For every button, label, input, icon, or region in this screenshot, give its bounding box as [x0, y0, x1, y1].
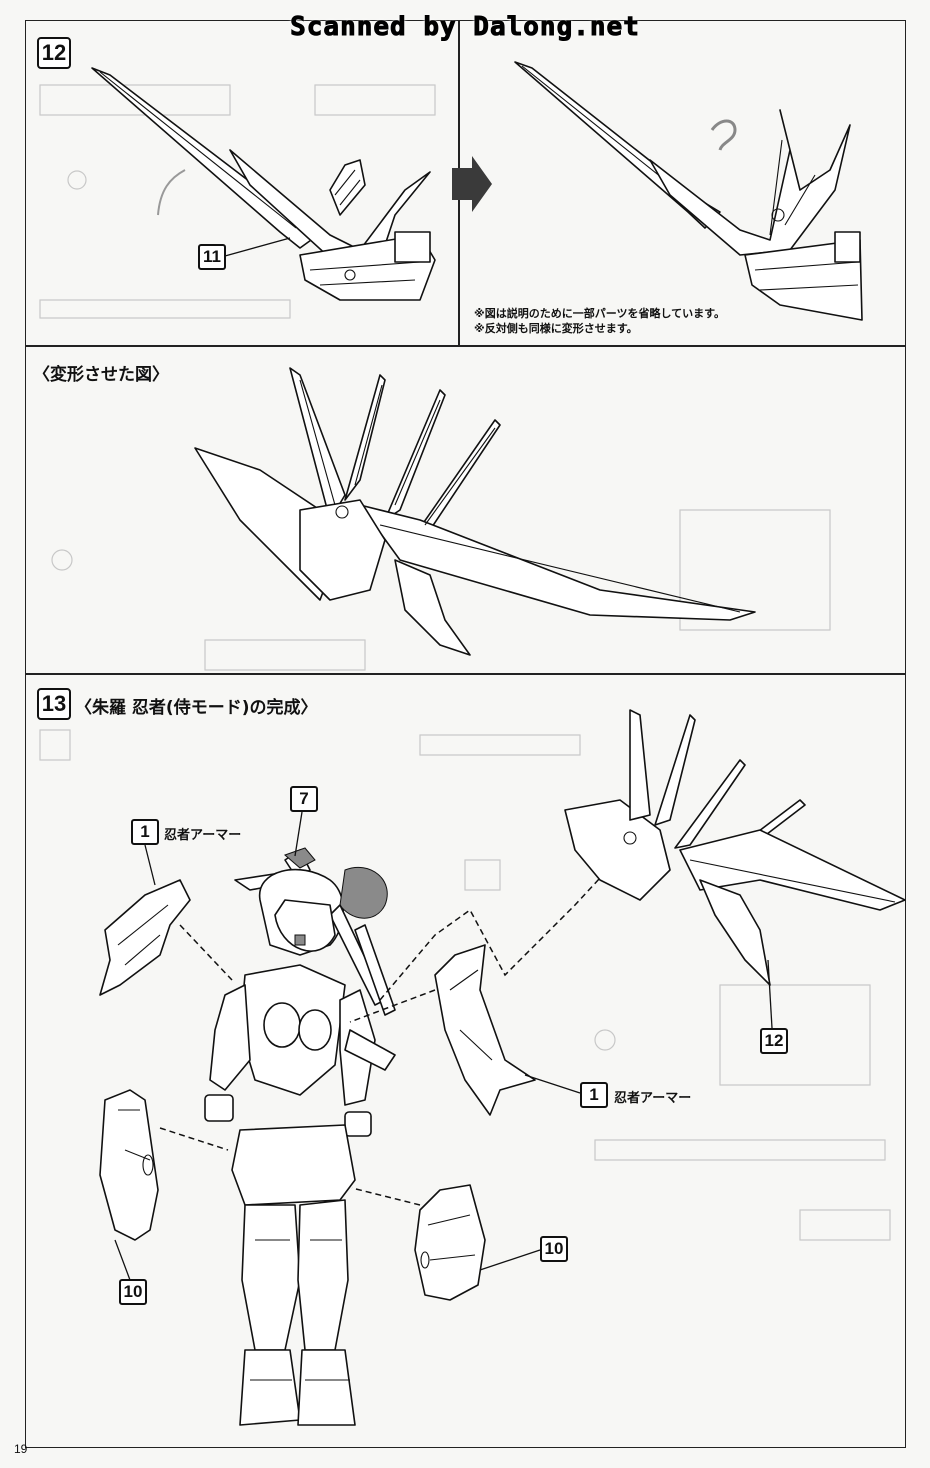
- step13-heading: 〈朱羅 忍者(侍モード)の完成〉: [75, 698, 318, 718]
- rotate-arrow-icon: [157, 169, 186, 216]
- completed-figure-illustration: [204, 847, 396, 1426]
- assembly-line-leg-left: [159, 1127, 229, 1151]
- assembly-line-wing-unit: [379, 877, 601, 1001]
- ninja-armor-label-left: 忍者アーマー: [164, 828, 242, 843]
- armor-part-left-illustration: [99, 879, 191, 996]
- step-12-number: 12: [37, 37, 71, 69]
- page-number: 19: [14, 1442, 28, 1456]
- leg-armor-part-left-illustration: [99, 1089, 159, 1241]
- scanner-watermark: Scanned by Dalong.net: [290, 12, 640, 43]
- step-13-number: 13: [37, 688, 71, 720]
- step12-note-1: ※図は説明のために一部パーツを省略しています。: [474, 307, 726, 320]
- part-callout-10-left: 10: [119, 1279, 147, 1305]
- step12-before-illustration: [91, 67, 436, 301]
- step12-note-2: ※反対側も同様に変形させます。: [474, 322, 638, 335]
- armor-part-right-illustration: [434, 944, 536, 1116]
- leg-armor-part-right-illustration: [414, 1184, 486, 1301]
- step12-after-illustration: [514, 61, 863, 321]
- assembly-line-armor-left: [179, 924, 233, 981]
- leader-line-armor-right: [524, 1074, 581, 1094]
- transformed-wing-illustration: [194, 367, 756, 656]
- bleed-through-ghost: [39, 84, 891, 1241]
- leader-line-leg-left: [114, 1239, 131, 1281]
- leader-line-armor-left: [144, 844, 156, 886]
- assembly-line-armor-right: [349, 989, 436, 1023]
- wing-unit-part-illustration: [564, 709, 906, 986]
- right-arrow-icon: [452, 156, 492, 212]
- divider-transformed-bottom: [25, 673, 906, 675]
- part-callout-1-left: 1: [131, 819, 159, 845]
- leader-line-leg-right: [479, 1249, 541, 1271]
- part-callout-12: 12: [760, 1028, 788, 1054]
- divider-step12-bottom: [25, 345, 906, 347]
- leader-line-wing-unit: [767, 959, 773, 1029]
- assembly-line-leg-right: [351, 1187, 421, 1206]
- rotate-arrow-icon: [710, 119, 737, 151]
- part-callout-11: 11: [198, 244, 226, 270]
- part-callout-10-right: 10: [540, 1236, 568, 1262]
- ninja-armor-label-right: 忍者アーマー: [614, 1091, 692, 1106]
- instruction-page-frame: [25, 20, 906, 1448]
- part-callout-1-right: 1: [580, 1082, 608, 1108]
- leader-line-part-7: [294, 811, 303, 857]
- part-callout-7: 7: [290, 786, 318, 812]
- transformed-view-heading: 〈変形させた図〉: [33, 365, 169, 385]
